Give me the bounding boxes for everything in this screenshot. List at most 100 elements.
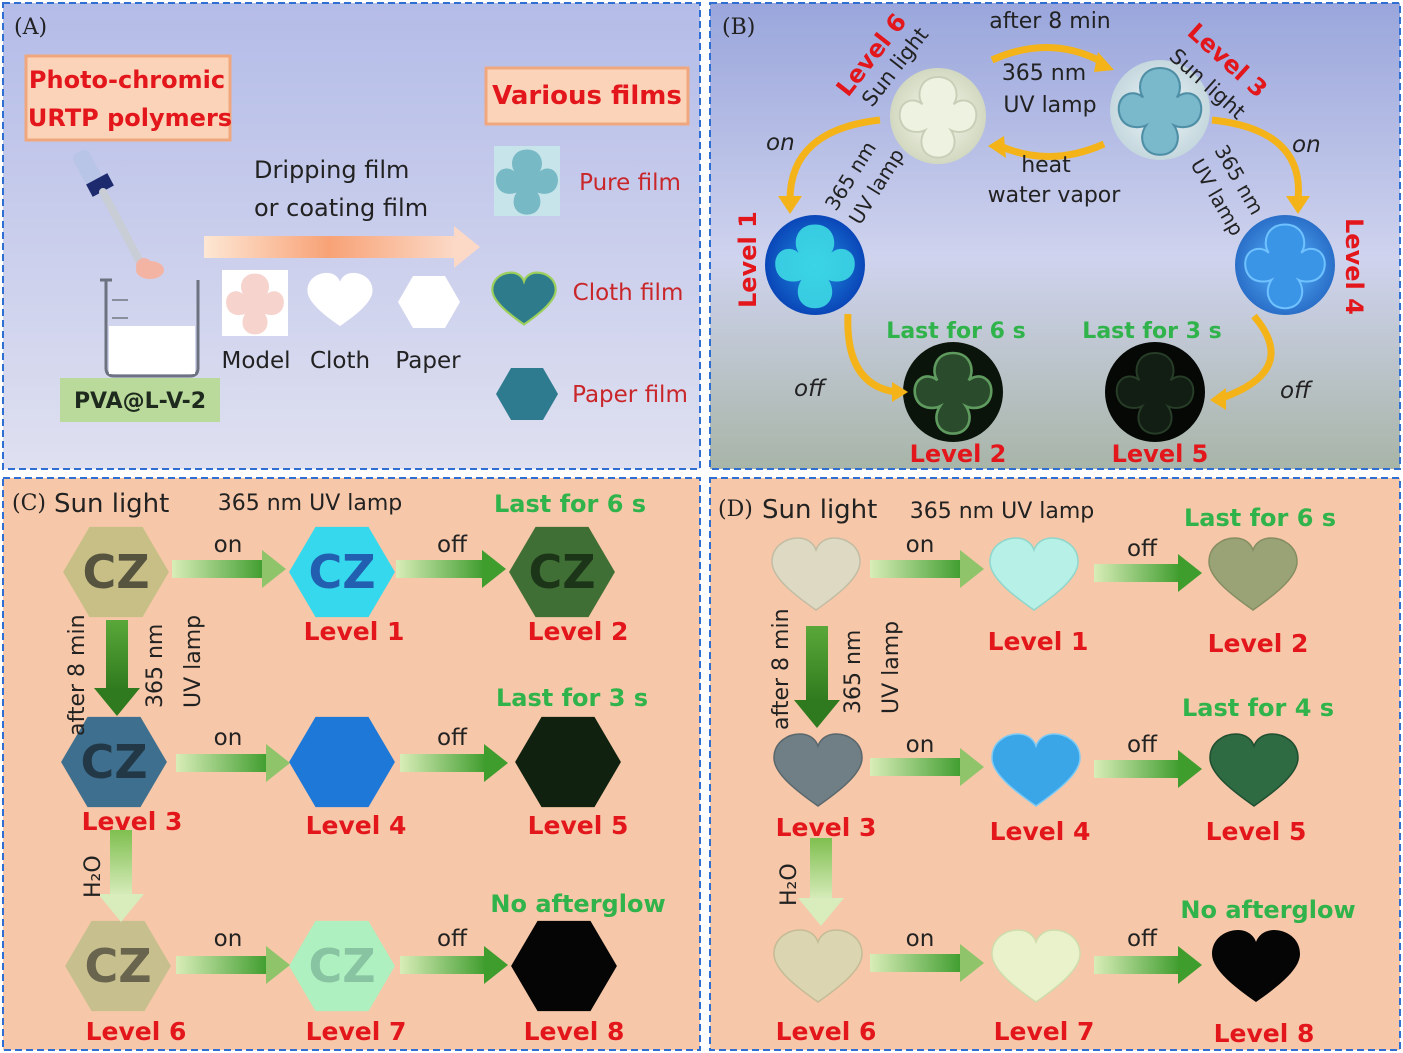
d-off-1: off: [1127, 536, 1158, 562]
model-substrate-icon: [222, 270, 288, 336]
svg-text:CZ: CZ: [308, 545, 375, 599]
d-off-3: off: [1127, 926, 1158, 952]
d-on-1: on: [906, 532, 935, 558]
b-center-lamp-1: 365 nm: [1002, 61, 1086, 86]
c-row2-level3: Level 3: [82, 807, 183, 836]
paper-film-icon: [496, 368, 558, 420]
d-row2-level5: Level 5: [1206, 817, 1307, 846]
c-row2-level4: Level 4: [306, 811, 407, 840]
d-row3-level6: Level 6: [776, 1017, 877, 1046]
matrix-label: PVA@L-V-2: [74, 389, 206, 414]
c-sample-level3: CZ: [61, 716, 167, 808]
d-row1-level1: Level 1: [988, 627, 1089, 656]
c-sample-level2: CZ: [509, 526, 615, 618]
c-row2-level5: Level 5: [528, 811, 629, 840]
c-uv-header: 365 nm UV lamp: [218, 491, 403, 516]
panel-b: (B) after 8 min 365 nm UV lamp heat wate…: [709, 2, 1401, 470]
d-uv-header: 365 nm UV lamp: [910, 499, 1095, 524]
c-row3-level7: Level 7: [306, 1017, 407, 1046]
c-row1-level1: Level 1: [304, 617, 405, 646]
svg-text:CZ: CZ: [84, 939, 151, 993]
d-off-2: off: [1127, 732, 1158, 758]
film-cloth: Cloth film: [573, 280, 684, 306]
c-on-3: on: [214, 926, 243, 952]
svg-text:CZ: CZ: [80, 735, 147, 789]
d-water: H₂O: [777, 863, 802, 906]
substrate-paper: Paper: [395, 348, 461, 374]
b-last3: Last for 3 s: [1082, 319, 1221, 344]
c-on-2: on: [214, 725, 243, 751]
b-level4-label: Level 4: [1340, 218, 1368, 315]
c-on-1: on: [214, 532, 243, 558]
d-on-2: on: [906, 732, 935, 758]
material-title-line2: URTP polymers: [28, 104, 232, 132]
d-side-time: after 8 min: [769, 608, 794, 730]
d-arrows: [794, 550, 1202, 984]
beaker-icon: [100, 261, 200, 378]
b-sample-level3: [1110, 60, 1210, 160]
d-row2-level4: Level 4: [990, 817, 1091, 846]
film-paper: Paper film: [572, 382, 688, 408]
c-side-lamp-1: 365 nm: [143, 624, 168, 708]
c-off-2: off: [437, 725, 468, 751]
substrate-model: Model: [221, 348, 290, 374]
b-last6: Last for 6 s: [886, 319, 1025, 344]
d-row2-note: Last for 4 s: [1182, 694, 1334, 722]
svg-text:CZ: CZ: [82, 545, 149, 599]
c-row3-note: No afterglow: [490, 890, 665, 918]
d-sun-light: Sun light: [762, 495, 877, 525]
b-cycle-arrow-top: [990, 44, 1104, 66]
b-on-left: on: [766, 130, 795, 156]
b-level2-label: Level 2: [910, 440, 1007, 468]
d-on-3: on: [906, 926, 935, 952]
substrate-cloth: Cloth: [310, 348, 370, 374]
panel-d-tag: (D): [718, 497, 753, 522]
b-after-time: after 8 min: [989, 9, 1111, 34]
d-row3-level7: Level 7: [994, 1017, 1095, 1046]
c-sample-sun: CZ: [63, 526, 169, 618]
b-center-heat: heat: [1021, 153, 1071, 178]
c-sample-level7: CZ: [289, 920, 395, 1012]
c-off-1: off: [437, 532, 468, 558]
process-line2: or coating film: [254, 194, 428, 222]
matrix-label-box: [60, 378, 220, 422]
panel-c: (C) Sun light 365 nm UV lamp CZ CZ CZ CZ…: [2, 477, 701, 1051]
b-off-right: off: [1280, 378, 1313, 404]
d-row2-level3: Level 3: [776, 813, 877, 842]
b-off-left: off: [794, 376, 827, 402]
films-title: Various films: [492, 81, 682, 111]
process-arrow: [204, 226, 480, 268]
c-row1-note: Last for 6 s: [494, 490, 646, 518]
c-arrows: [94, 550, 508, 984]
b-level1-label: Level 1: [734, 211, 762, 308]
panel-b-tag: (B): [722, 15, 755, 40]
film-pure: Pure film: [579, 170, 681, 196]
b-center-vapor: water vapor: [988, 183, 1122, 208]
panel-d: (D) Sun light 365 nm UV lamp on off on o…: [709, 477, 1401, 1051]
c-row2-note: Last for 3 s: [496, 684, 648, 712]
c-sun-light: Sun light: [54, 489, 169, 519]
b-yellow-arrows: [786, 116, 1302, 402]
b-sample-level6: [890, 68, 986, 164]
panel-c-tag: (C): [12, 491, 46, 516]
c-off-3: off: [437, 926, 468, 952]
panel-a: (A) Photo-chromic URTP polymers PVA@L-V-…: [2, 2, 701, 470]
b-sample-level4: [1235, 215, 1335, 315]
b-sample-level2: [903, 342, 1003, 442]
d-row1-level2: Level 2: [1208, 629, 1309, 658]
c-row3-level8: Level 8: [524, 1017, 625, 1046]
panel-a-tag: (A): [14, 15, 47, 40]
paper-substrate-icon: [398, 276, 460, 328]
d-row3-level8: Level 8: [1214, 1019, 1315, 1048]
films-title-box: [484, 66, 690, 126]
b-sample-level1: [765, 215, 865, 315]
d-row3-note: No afterglow: [1180, 896, 1355, 924]
material-title-box: [24, 54, 232, 142]
c-sample-level6: CZ: [65, 920, 171, 1012]
svg-text:CZ: CZ: [308, 939, 375, 993]
process-line1: Dripping film: [254, 156, 409, 184]
pure-film-icon: [494, 146, 560, 216]
material-title-line1: Photo-chromic: [29, 66, 225, 94]
svg-text:CZ: CZ: [528, 545, 595, 599]
